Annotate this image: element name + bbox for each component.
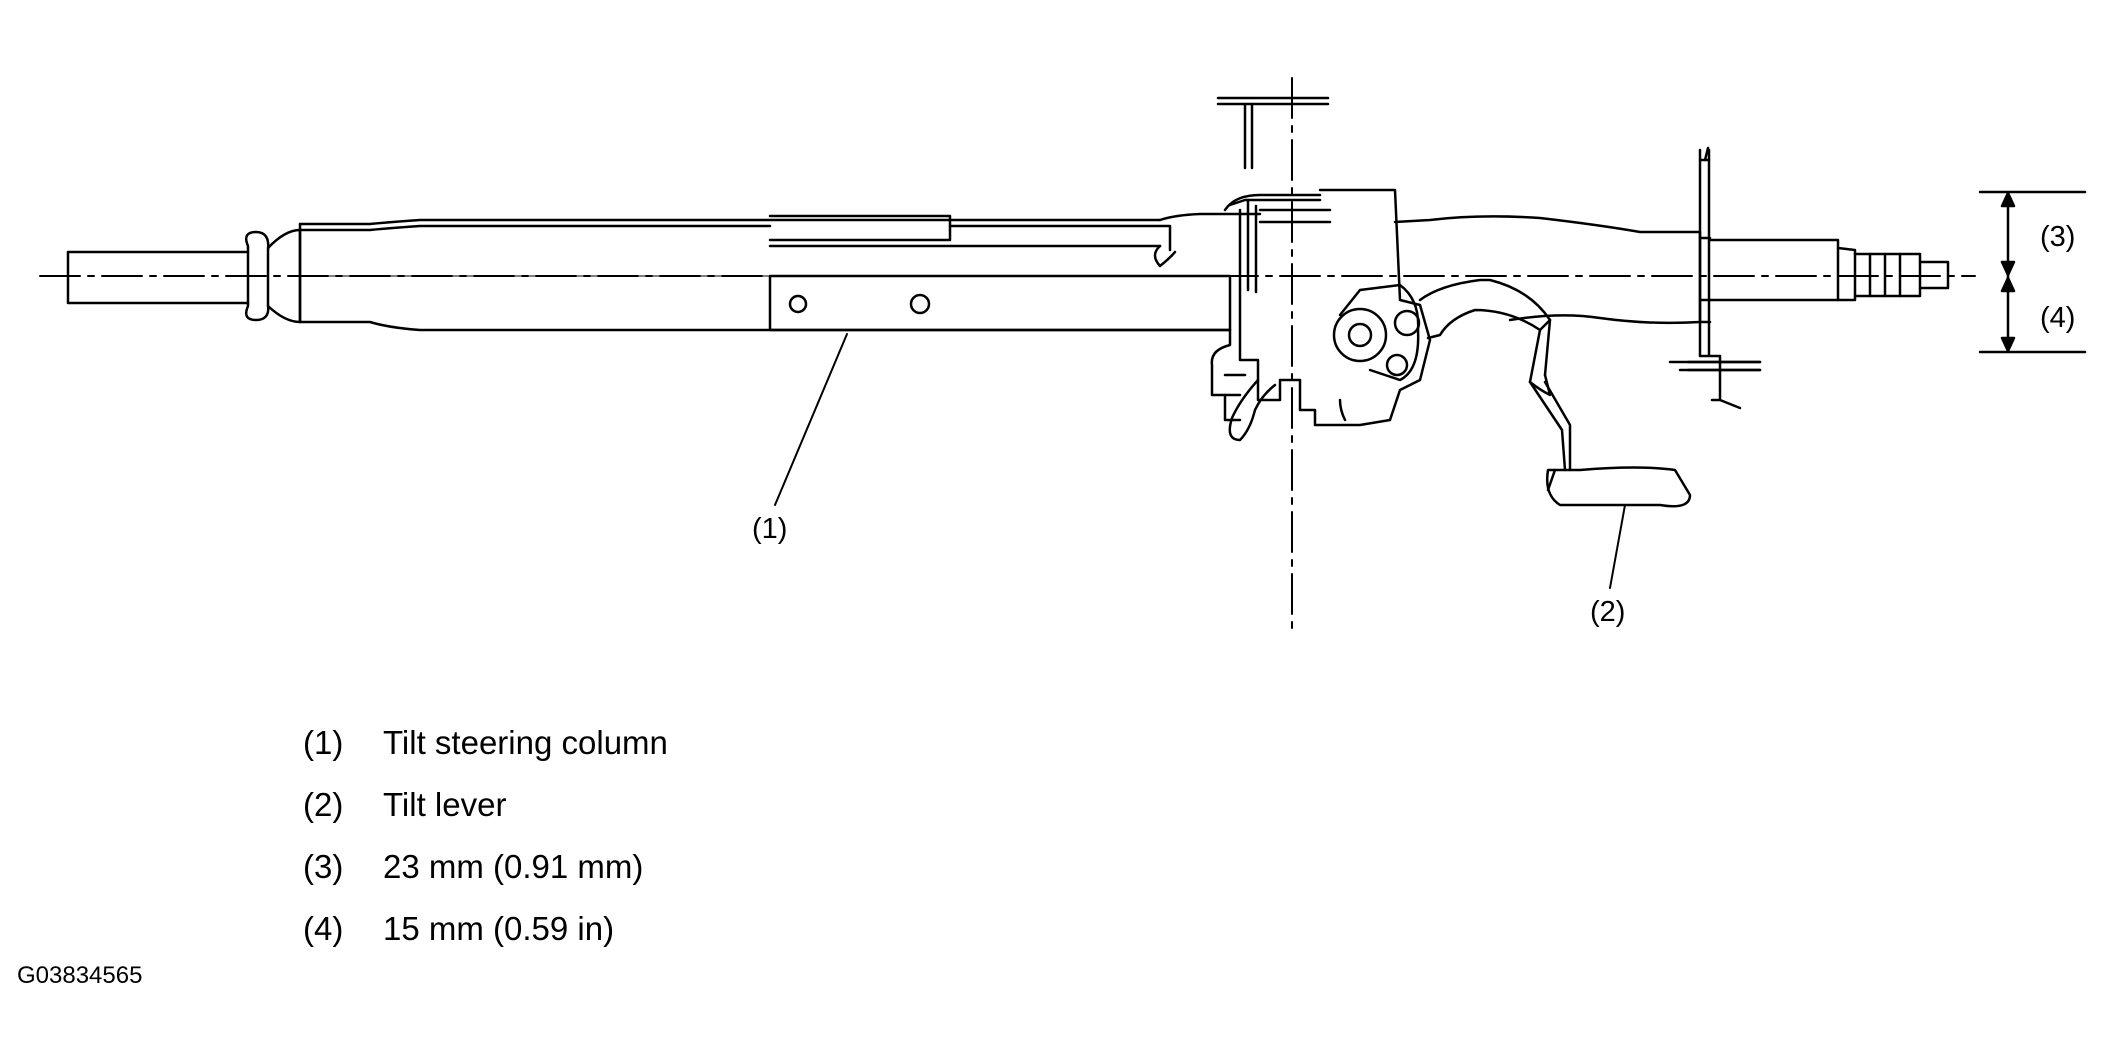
alignment-gauge-right (1668, 360, 1762, 372)
bracket-hole-1 (788, 294, 808, 314)
figure-id: G03834565 (17, 962, 143, 989)
upper-column (1393, 215, 1712, 325)
output-shaft (1708, 238, 1950, 302)
alignment-gauge-top (1216, 96, 1330, 170)
legend-text: 23 mm (0.91 mm) (383, 848, 644, 885)
legend-item: (1) Tilt steering column (303, 712, 668, 774)
tilt-bracket (1210, 188, 1432, 442)
leader-line-2 (1609, 504, 1626, 589)
dimension-indicator (1978, 190, 2087, 354)
legend-text: 15 mm (0.59 in) (383, 910, 615, 947)
callout-1-label: (1) (752, 513, 788, 545)
legend-text: Tilt steering column (383, 724, 668, 761)
callout-2-label: (2) (1590, 596, 1626, 628)
legend-item: (2) Tilt lever (303, 774, 668, 836)
callout-3-label: (3) (2040, 221, 2076, 253)
bracket-hole-2 (909, 293, 931, 315)
callout-4-label: (4) (2040, 302, 2076, 334)
tilt-lever (1418, 278, 1692, 508)
column-tube (298, 212, 1262, 332)
mounting-bracket (768, 274, 1232, 332)
legend-text: Tilt lever (383, 786, 507, 823)
legend-number: (4) (303, 910, 344, 947)
legend-number: (2) (303, 786, 344, 823)
leader-line-1 (774, 333, 848, 506)
legend-item: (4) 15 mm (0.59 in) (303, 898, 668, 960)
legend-item: (3) 23 mm (0.91 mm) (303, 836, 668, 898)
tilt-pivot (1332, 283, 1421, 382)
legend-number: (1) (303, 724, 344, 761)
legend: (1) Tilt steering column (2) Tilt lever … (303, 712, 668, 960)
legend-number: (3) (303, 848, 344, 885)
